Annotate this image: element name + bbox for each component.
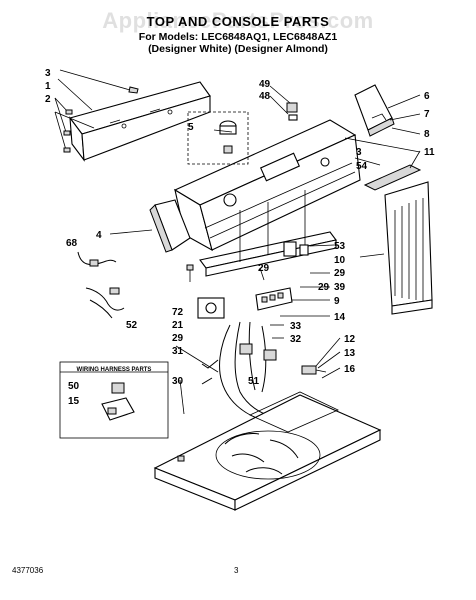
console-end-cap-left xyxy=(149,199,191,253)
callout: 54 xyxy=(356,161,368,172)
document-number: 4377036 xyxy=(12,566,44,575)
callout: 33 xyxy=(290,321,302,332)
model-colors: (Designer White) (Designer Almond) xyxy=(148,43,328,55)
callout: 10 xyxy=(334,255,346,266)
callout: 39 xyxy=(334,282,346,293)
callout: 50 xyxy=(68,381,80,392)
callout: 5 xyxy=(188,122,194,133)
callout: 8 xyxy=(424,129,430,140)
console-end-cap-right xyxy=(354,84,395,137)
timer-motor xyxy=(197,297,225,319)
screws-left xyxy=(54,69,139,153)
callout: 14 xyxy=(334,312,346,323)
callout: 6 xyxy=(424,91,430,102)
callout: 16 xyxy=(344,364,356,375)
callout: 51 xyxy=(248,376,260,387)
callout: 29 xyxy=(172,333,184,344)
selector-knob xyxy=(286,102,298,121)
push-to-start-switch xyxy=(283,241,309,257)
console-bracket xyxy=(69,81,211,162)
callout: 1 xyxy=(45,81,51,92)
page-number: 3 xyxy=(234,566,239,575)
callout-labels: 3 1 2 5 49 48 6 7 8 3 54 11 4 68 53 10 2… xyxy=(45,68,435,407)
callout: 30 xyxy=(172,376,184,387)
callout: 3 xyxy=(45,68,51,79)
callout: 15 xyxy=(68,396,80,407)
watermark: AppliancePartsPros.com xyxy=(102,8,374,33)
callout: 72 xyxy=(172,307,184,318)
callout: 2 xyxy=(45,94,51,105)
callout: 9 xyxy=(334,296,340,307)
callout: 49 xyxy=(259,79,271,90)
diagram-title: TOP AND CONSOLE PARTS xyxy=(146,14,330,29)
callout: 68 xyxy=(66,238,78,249)
callout: 32 xyxy=(290,334,302,345)
callout: 13 xyxy=(344,348,356,359)
model-numbers: For Models: LEC6848AQ1, LEC6848AZ1 xyxy=(138,31,338,43)
screw-29 xyxy=(186,264,194,282)
callout: 11 xyxy=(424,147,435,158)
callout: 12 xyxy=(344,334,356,345)
callout: 29 xyxy=(258,263,270,274)
callout: 53 xyxy=(334,241,346,252)
callout: 31 xyxy=(172,346,184,357)
console-panel xyxy=(173,119,361,252)
leader-lines xyxy=(57,78,421,415)
callout: 21 xyxy=(172,320,184,331)
callout: 29 xyxy=(334,268,346,279)
callout: 7 xyxy=(424,109,430,120)
callout: 48 xyxy=(259,91,271,102)
lint-screen xyxy=(363,164,433,315)
top-cover xyxy=(153,365,382,511)
wiring-harness-box-title: WIRING HARNESS PARTS xyxy=(76,367,152,373)
selector-switch xyxy=(255,287,293,311)
timer-knob-group xyxy=(187,111,249,165)
harness-cords-left xyxy=(77,251,125,319)
callout: 29 xyxy=(318,282,330,293)
wiring-harness-parts-box xyxy=(59,361,169,439)
callout: 4 xyxy=(96,230,102,241)
callout: 52 xyxy=(126,320,138,331)
callout: 3 xyxy=(356,147,362,158)
